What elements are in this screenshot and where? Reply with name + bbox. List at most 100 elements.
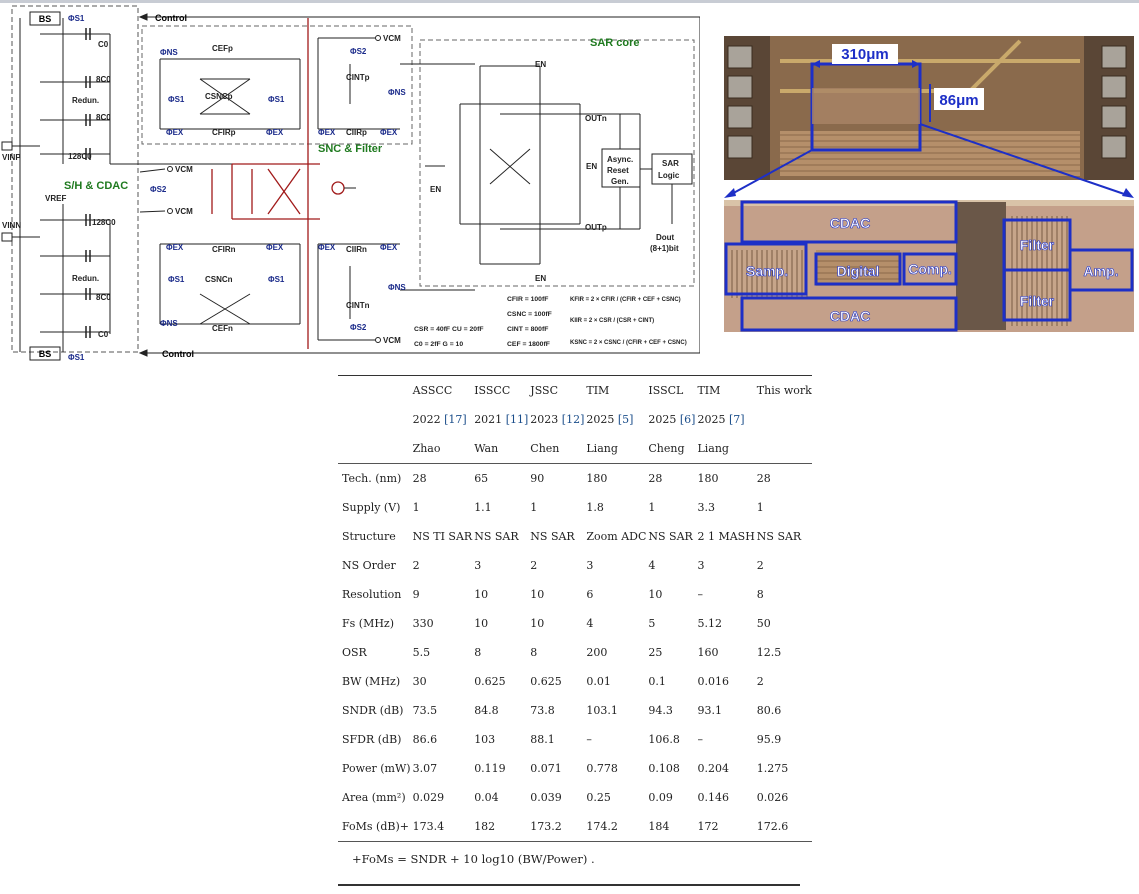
header-row-author: Zhao Wan Chen Liang Cheng Liang — [338, 434, 812, 464]
cap-csncp: CSNCp — [205, 92, 233, 101]
table-cell: 0.039 — [530, 791, 562, 804]
bs-top-label: BS — [39, 14, 52, 24]
en-bottom: EN — [535, 274, 546, 283]
redun-bottom: Redun. — [72, 274, 99, 283]
table-cell: 5.12 — [697, 617, 722, 630]
cdac-bottom-text: CDAC — [830, 308, 870, 324]
sar-logic-line2: Logic — [658, 171, 680, 180]
vcm-top: VCM — [383, 34, 401, 43]
table-cell: 1 — [412, 501, 420, 514]
param-cef: CEF = 1800fF — [507, 341, 550, 348]
table-cell: 73.8 — [530, 704, 555, 717]
table-cell: 3 — [697, 559, 705, 572]
redun-top: Redun. — [72, 96, 99, 105]
table-cell: 2 — [756, 559, 764, 572]
phi-ns-right-bottom: ΦNS — [388, 283, 406, 292]
table-cell: 174.2 — [584, 812, 647, 842]
table-cell: 5 — [648, 617, 656, 630]
table-cell: – — [697, 733, 703, 746]
table-cell: – — [697, 588, 703, 601]
table-cell: 0.204 — [697, 762, 729, 775]
table-cell: 12.5 — [756, 646, 782, 659]
table-cell: 1.8 — [586, 501, 604, 514]
table-cell: 1 — [648, 501, 656, 514]
table-cell: 103.1 — [586, 704, 618, 717]
table-cell: 0.016 — [697, 675, 729, 688]
table-cell: 88.1 — [530, 733, 555, 746]
table-cell: 10 — [648, 588, 663, 601]
cap-csncn: CSNCn — [205, 275, 233, 284]
cap-8c0-bottom: 8C0 — [96, 293, 111, 302]
cap-c0-bottom: C0 — [98, 330, 109, 339]
phi-ex-1: ΦEX — [166, 128, 184, 137]
table-cell: 0.108 — [648, 762, 680, 775]
dout-line1: Dout — [656, 233, 675, 242]
cap-ciirn: CIIRn — [346, 245, 367, 254]
col-year: 2023 — [530, 413, 559, 426]
param-csnc: CSNC = 100fF — [507, 311, 552, 318]
citation-link[interactable]: [6] — [679, 413, 696, 426]
table-cell: 2 1 MASH — [697, 530, 755, 543]
table-cell: 0.029 — [412, 791, 445, 804]
table-cell: 4 — [586, 617, 594, 630]
table-cell: 10 — [474, 617, 489, 630]
phi-ns-top: ΦNS — [160, 48, 178, 57]
vref-label: VREF — [45, 194, 66, 203]
cap-cintp: CINTp — [346, 73, 370, 82]
table-cell: NS SAR — [648, 530, 693, 543]
vcm-bottom: VCM — [383, 336, 401, 345]
table-cell: 93.1 — [697, 704, 722, 717]
header-row-year: 2022 [17] 2021 [11] 2023 [12] 2025 [5] 2… — [338, 405, 812, 434]
table-cell: 73.5 — [412, 704, 438, 717]
citation-link[interactable]: [7] — [728, 413, 745, 426]
param-cint: CINT = 800fF — [507, 326, 548, 333]
cap-128c0-bottom: 128C0 — [92, 218, 116, 227]
phi-s2-bottom: ΦS2 — [350, 323, 367, 332]
formula-kfir: KFIR = 2 × CFIR / (CFIR + CEF + CSNC) — [570, 297, 681, 303]
table-cell: 8 — [756, 588, 764, 601]
citation-link[interactable]: [11] — [505, 413, 529, 426]
col-venue: ISSCL — [646, 375, 696, 405]
table-cell: 0.25 — [586, 791, 611, 804]
table-cell: 200 — [586, 646, 608, 659]
table-cell: – — [586, 733, 592, 746]
row-label: SNDR (dB) — [342, 704, 404, 717]
col-year: 2025 — [586, 413, 615, 426]
phi-ex-4: ΦEX — [380, 128, 398, 137]
col-venue: TIM — [584, 375, 647, 405]
col-author: Cheng — [646, 434, 696, 464]
phi-ex-6: ΦEX — [266, 243, 284, 252]
table-cell: NS SAR — [530, 530, 575, 543]
en-left: EN — [430, 185, 441, 194]
async-line3: Gen. — [611, 177, 629, 186]
samp-block — [724, 242, 808, 296]
row-label: Area (mm²) — [342, 791, 406, 804]
phi-s1-snc-top-left: ΦS1 — [168, 95, 185, 104]
top-rule — [0, 0, 1139, 3]
table-cell: Zoom ADC — [586, 530, 647, 543]
table-cell: 184 — [646, 812, 696, 842]
table-cell: 172 — [695, 812, 755, 842]
table-cell: 6 — [586, 588, 594, 601]
col-venue: TIM — [695, 375, 755, 405]
snc-filter-title: SNC & Filter — [318, 143, 383, 155]
table-cell: 80.6 — [756, 704, 782, 717]
phi-s1-snc-bottom-right: ΦS1 — [268, 275, 285, 284]
citation-link[interactable]: [5] — [617, 413, 634, 426]
vinn-label: VINN — [2, 221, 21, 230]
dout-line2: (8+1)bit — [650, 244, 679, 253]
table-cell: 0.146 — [697, 791, 729, 804]
table-cell: 1.275 — [756, 762, 789, 775]
citation-link[interactable]: [12] — [561, 413, 585, 426]
citation-link[interactable]: [17] — [444, 413, 467, 426]
table-cell: 0.01 — [586, 675, 611, 688]
phi-ex-2: ΦEX — [266, 128, 284, 137]
table-cell: 30 — [412, 675, 427, 688]
table-cell: 0.071 — [530, 762, 562, 775]
